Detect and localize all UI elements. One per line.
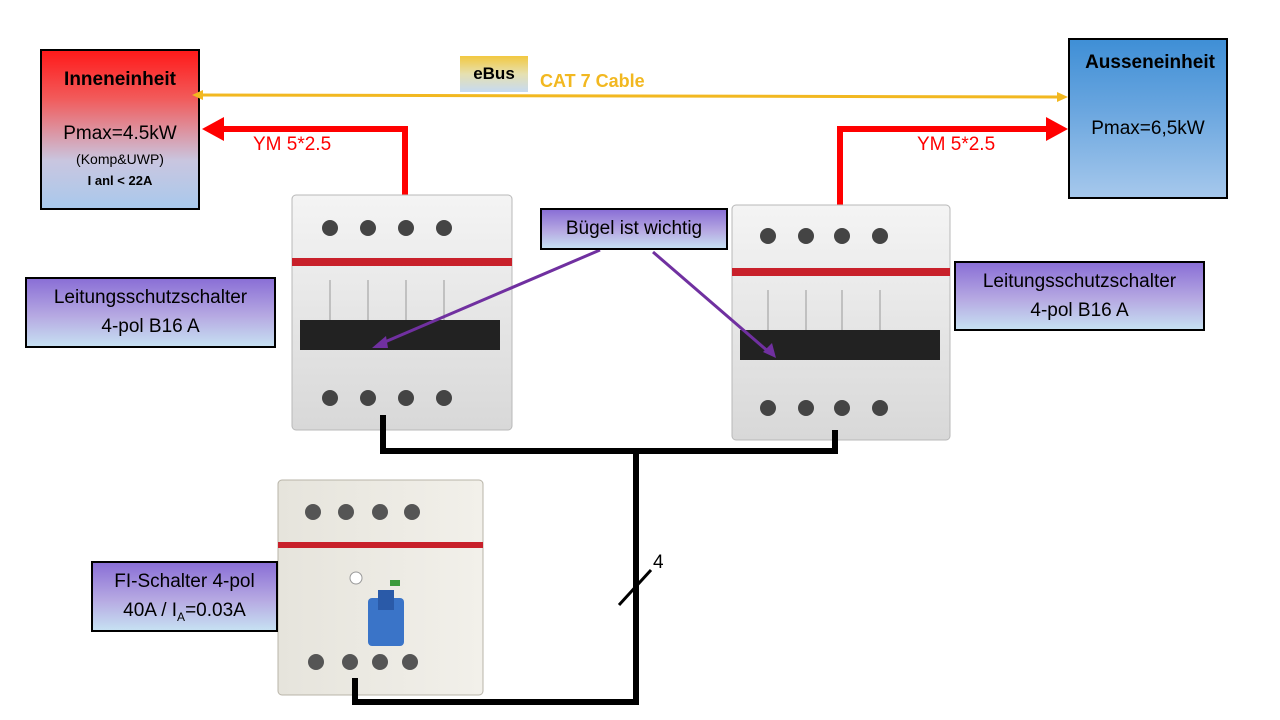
cable-label-left: YM 5*2.5 xyxy=(253,134,332,155)
cable-label-right: YM 5*2.5 xyxy=(917,134,996,155)
label-rcd-line2: 40A / IA=0.03A xyxy=(93,596,276,632)
label-jumper-note: Bügel ist wichtig xyxy=(540,208,728,250)
wire-count-label: 4 xyxy=(653,552,664,573)
indoor-unit-pmax: Pmax=4.5kW xyxy=(63,123,177,144)
label-rcd-line2-prefix: 40A / I xyxy=(123,600,178,621)
ebus-tag: eBus xyxy=(460,56,528,92)
label-rcd-line1: FI-Schalter 4-pol xyxy=(114,571,255,592)
power-cable-left xyxy=(202,117,408,195)
jumper-pointers xyxy=(372,248,776,358)
power-cable-right xyxy=(837,117,1068,210)
label-mcb-left-line1: Leitungsschutzschalter xyxy=(53,287,248,308)
label-rcd-line2-suffix: =0.03A xyxy=(185,600,246,621)
indoor-unit-title: Inneneinheit xyxy=(64,69,176,90)
label-mcb-right: Leitungsschutzschalter 4-pol B16 A xyxy=(954,261,1205,331)
outdoor-unit-title: Ausseneinheit xyxy=(1085,52,1215,73)
cat7-cable-label: CAT 7 Cable xyxy=(540,71,645,91)
label-mcb-right-line2: 4-pol B16 A xyxy=(1030,300,1129,321)
label-mcb-left: Leitungsschutzschalter 4-pol B16 A xyxy=(25,277,276,348)
mcb-left xyxy=(291,194,513,431)
bus-line xyxy=(192,90,1068,102)
label-mcb-right-line1: Leitungsschutzschalter xyxy=(982,271,1177,292)
outdoor-unit-pmax: Pmax=6,5kW xyxy=(1091,118,1205,139)
label-rcd: FI-Schalter 4-pol 40A / IA=0.03A xyxy=(91,561,278,632)
label-mcb-left-line2: 4-pol B16 A xyxy=(101,316,200,337)
indoor-unit-note: (Komp&UWP) xyxy=(76,151,164,167)
mcb-right xyxy=(731,204,951,441)
label-rcd-line2-sub: A xyxy=(177,609,186,624)
indoor-unit-current: I anl < 22A xyxy=(87,173,153,188)
indoor-unit-box: Inneneinheit Pmax=4.5kW (Komp&UWP) I anl… xyxy=(40,49,200,210)
feed-wiring xyxy=(352,415,838,705)
outdoor-unit-box: Ausseneinheit Pmax=6,5kW xyxy=(1068,38,1228,199)
rcd-device xyxy=(277,479,484,696)
